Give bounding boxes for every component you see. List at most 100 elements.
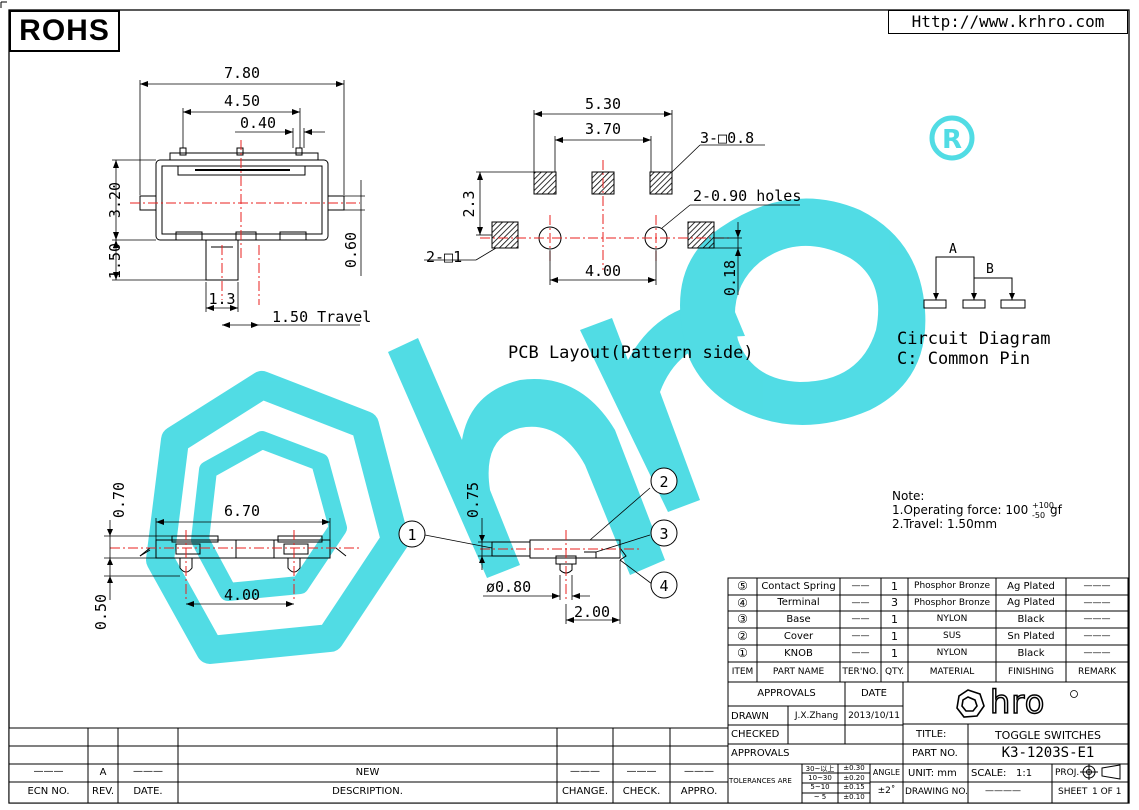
- note-title: Note:: [892, 489, 924, 503]
- approvals-header: APPROVALS: [757, 688, 816, 699]
- bom-cell-name: Cover: [783, 631, 814, 642]
- callout-2-label: 2: [659, 473, 668, 491]
- rev-dash-ecn: ———: [33, 766, 64, 777]
- tol-value-2: ±0.20: [843, 774, 865, 782]
- note-line1: 1.Operating force: 100: [892, 503, 1028, 517]
- drawing-no-value: ————: [985, 786, 1021, 796]
- tolerances-label: TOLERANCES ARE: [729, 777, 792, 785]
- watermark-registered-letter: R: [942, 125, 962, 155]
- bom-cell-item: ④: [737, 596, 748, 610]
- front-dim-width: 6.70: [224, 502, 260, 520]
- bom-cell-remark: ———: [1083, 648, 1111, 658]
- side-dim-peg-dia: ø0.80: [486, 578, 531, 596]
- bom-header-finishing: FINISHING: [1007, 667, 1055, 677]
- pcb-caption: PCB Layout(Pattern side): [508, 343, 754, 363]
- bom-cell-finishing: Black: [1017, 648, 1045, 659]
- bom-cell-remark: ———: [1083, 631, 1111, 641]
- rev-header-description: DESCRIPTION.: [332, 786, 403, 797]
- watermark-hexagon: [146, 371, 409, 664]
- note-line2: 2.Travel: 1.50mm: [892, 517, 997, 531]
- rohs-badge: ROHS: [9, 10, 120, 52]
- bom-cell-qty: 1: [891, 647, 898, 660]
- rev-new-label: NEW: [355, 767, 380, 778]
- checked-label: CHECKED: [731, 729, 780, 740]
- bom-cell-name: Contact Spring: [761, 581, 836, 592]
- bom-cell-item: ①: [737, 646, 748, 660]
- pcb-labels: 5.30 3.70 3-□0.8 2.3 2-0.90 holes 2-□1 4…: [426, 95, 801, 363]
- top-view-labels: 7.80 4.50 0.40 3.20 1.50 0.60 1.3 1.50 T…: [106, 64, 371, 326]
- watermark-registered-circle: [929, 115, 975, 161]
- bom-cell-finishing: Black: [1017, 614, 1045, 625]
- bom-cell-finishing: Ag Plated: [1007, 597, 1055, 608]
- pcb-pad-3: [649, 171, 673, 195]
- pcb-dim-offset: 0.18: [721, 260, 739, 296]
- title-value: TOGGLE SWITCHES: [994, 729, 1102, 742]
- bom-cell-material: SUS: [942, 631, 961, 641]
- rev-header-appro: APPRO.: [680, 786, 718, 797]
- angle-label: ANGLE: [872, 768, 901, 777]
- scale-value: 1:1: [1016, 768, 1033, 779]
- bom-header-material: MATERIAL: [929, 667, 975, 677]
- pcb-dim-hole-pitch: 4.00: [585, 262, 621, 280]
- bom-cell-material: NYLON: [936, 648, 968, 658]
- bom-cell-material: NYLON: [936, 614, 968, 624]
- circuit-arrows: [933, 293, 1015, 300]
- proj-label: PROJ.: [1055, 768, 1080, 778]
- tol-value-3: ±0.15: [843, 783, 865, 791]
- watermark-logo: R: [146, 115, 975, 664]
- circuit-labels: A B Circuit Diagram C: Common Pin: [897, 242, 1051, 369]
- callout-4: [650, 571, 678, 599]
- part-label: PART NO.: [912, 748, 958, 759]
- front-view-labels: 0.70 6.70 4.00 0.50: [92, 482, 260, 630]
- callout-3-label: 3: [659, 525, 668, 543]
- tol-range-4: ~ 5: [813, 793, 827, 801]
- front-view-centerlines: [110, 530, 360, 600]
- side-view-dims: [424, 487, 653, 624]
- bom-cell-qty: 1: [891, 613, 898, 626]
- corner-mark: [0, 1, 7, 8]
- bom-cell-item: ③: [737, 612, 748, 626]
- pcb-pad-note-side: 2-□1: [426, 248, 462, 266]
- dim-lever-span: 4.50: [224, 92, 260, 110]
- side-view-arrows: [479, 535, 620, 623]
- bom-cell-name: Base: [786, 614, 811, 625]
- pcb-arrows: [477, 111, 741, 283]
- bom-cell-name: Terminal: [777, 597, 820, 608]
- note-line1-prefix: 1.Operating force: 100: [892, 503, 1028, 517]
- bom-cell-qty: 1: [891, 580, 898, 593]
- bom-header-remark: REMARK: [1077, 667, 1117, 677]
- sheet-value: 1 OF 1: [1092, 787, 1122, 797]
- front-dim-bottom: 0.50: [92, 594, 110, 630]
- callout-3: [650, 519, 678, 547]
- rev-header-ecn: ECN NO.: [27, 786, 70, 797]
- callout-1: [398, 520, 426, 548]
- approvals-label: APPROVALS: [731, 748, 790, 759]
- rev-header-rev: REV.: [92, 786, 114, 797]
- front-view-arrows: [107, 519, 330, 607]
- pcb-dims: [424, 110, 800, 295]
- tol-value-1: ±0.30: [843, 764, 865, 772]
- bom-cell-name: KNOB: [784, 648, 813, 659]
- circuit-caption: Circuit Diagram: [897, 329, 1051, 349]
- watermark-letter-r: [580, 300, 745, 512]
- side-view-labels: 1 2 3 4 0.75 ø0.80 2.00: [407, 473, 668, 621]
- bom-cell-remark: ———: [1083, 598, 1111, 608]
- note-line1-unit: gf: [1050, 503, 1063, 517]
- rev-header-date: DATE.: [133, 786, 163, 797]
- pcb-pad-note-top: 3-□0.8: [700, 129, 754, 147]
- tol-value-4: ±0.10: [843, 793, 865, 801]
- dim-travel: 1.50 Travel: [272, 308, 371, 326]
- rev-header-change: CHANGE.: [561, 786, 609, 797]
- rev-dash-check: ———: [626, 766, 657, 777]
- part-value: K3-1203S-E1: [1001, 745, 1095, 761]
- website-url: Http://www.krhro.com: [888, 10, 1128, 34]
- drawing-no-label: DRAWING NO.: [905, 787, 968, 797]
- circuit-label-b: B: [986, 262, 994, 277]
- bom-cell-ter: ——: [851, 598, 870, 608]
- scale-label: SCALE:: [971, 768, 1007, 779]
- front-view-dims: [104, 518, 331, 605]
- tol-range-3: 5~10: [810, 783, 830, 791]
- bom-cell-item: ②: [737, 629, 748, 643]
- bom-cell-item: ⑤: [737, 579, 748, 593]
